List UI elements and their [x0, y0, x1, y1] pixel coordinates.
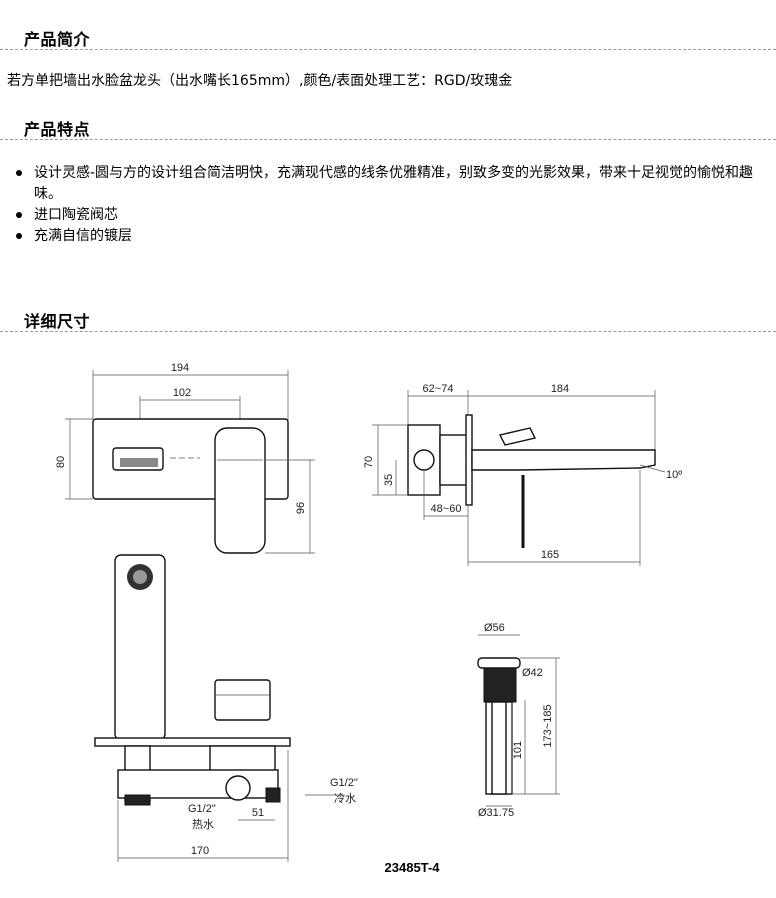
dim-wall: 62~74	[423, 383, 454, 395]
model-number: 23485T-4	[385, 860, 441, 875]
feature-text: 设计灵感-圆与方的设计组合简洁明快，充满现代感的线条优雅精准，别致多变的光影效果…	[34, 165, 754, 202]
dim-h70: 70	[363, 456, 375, 468]
dim-angle: 10º	[666, 469, 682, 481]
label-cold: 冷水	[334, 792, 356, 805]
dim-170: 170	[191, 845, 209, 857]
section-dimensions-title: 详细尺寸	[24, 312, 91, 331]
dim-d42: Ø42	[522, 667, 543, 679]
bullet-icon	[16, 170, 22, 176]
drain-view: Ø56 Ø42 101 173~185 Ø31.75	[477, 622, 560, 819]
dim-51: 51	[252, 807, 264, 819]
dim-width: 194	[171, 362, 189, 374]
dim-center: 102	[173, 387, 191, 399]
dim-h35: 35	[383, 474, 395, 486]
dim-depth: 48~60	[431, 503, 462, 515]
label-hot: 热水	[192, 818, 214, 831]
section-dimensions-header: 详细尺寸	[0, 306, 776, 332]
front-view: 194 102 80 96	[55, 362, 315, 554]
side-view: 62~74 184 10º 70 35 48~60 165	[363, 383, 682, 566]
dim-d56: Ø56	[484, 622, 505, 634]
list-item: 进口陶瓷阀芯	[0, 205, 776, 226]
bullet-icon	[16, 233, 22, 239]
list-item: 设计灵感-圆与方的设计组合简洁明快，充满现代感的线条优雅精准，别致多变的光影效果…	[0, 163, 776, 205]
bullet-icon	[16, 212, 22, 218]
section-features-title: 产品特点	[24, 120, 91, 139]
dimension-drawing: 194 102 80 96 62~74 184	[55, 362, 682, 875]
dim-d3175: Ø31.75	[478, 807, 514, 819]
section-intro-title: 产品简介	[24, 30, 91, 49]
label-g-cold: G1/2"	[330, 777, 358, 789]
dim-h173: 173~185	[542, 704, 554, 747]
list-item: 充满自信的镀层	[0, 226, 776, 247]
section-features-header: 产品特点	[0, 114, 776, 140]
dim-reach: 165	[541, 549, 559, 561]
feature-list: 设计灵感-圆与方的设计组合简洁明快，充满现代感的线条优雅精准，别致多变的光影效果…	[0, 163, 776, 247]
plan-view: G1/2" 冷水 G1/2" 热水 51 170	[94, 554, 358, 862]
dim-spout: 184	[551, 383, 569, 395]
dim-h101: 101	[512, 741, 524, 759]
feature-text: 充满自信的镀层	[34, 228, 132, 244]
feature-text: 进口陶瓷阀芯	[34, 207, 118, 223]
section-intro-header: 产品简介	[0, 24, 776, 50]
dim-height-total: 96	[295, 502, 307, 514]
dim-height-plate: 80	[55, 456, 67, 468]
label-g-hot: G1/2"	[188, 803, 216, 815]
intro-text: 若方单把墙出水脸盆龙头（出水嘴长165mm）,颜色/表面处理工艺：RGD/玫瑰金	[7, 73, 513, 89]
